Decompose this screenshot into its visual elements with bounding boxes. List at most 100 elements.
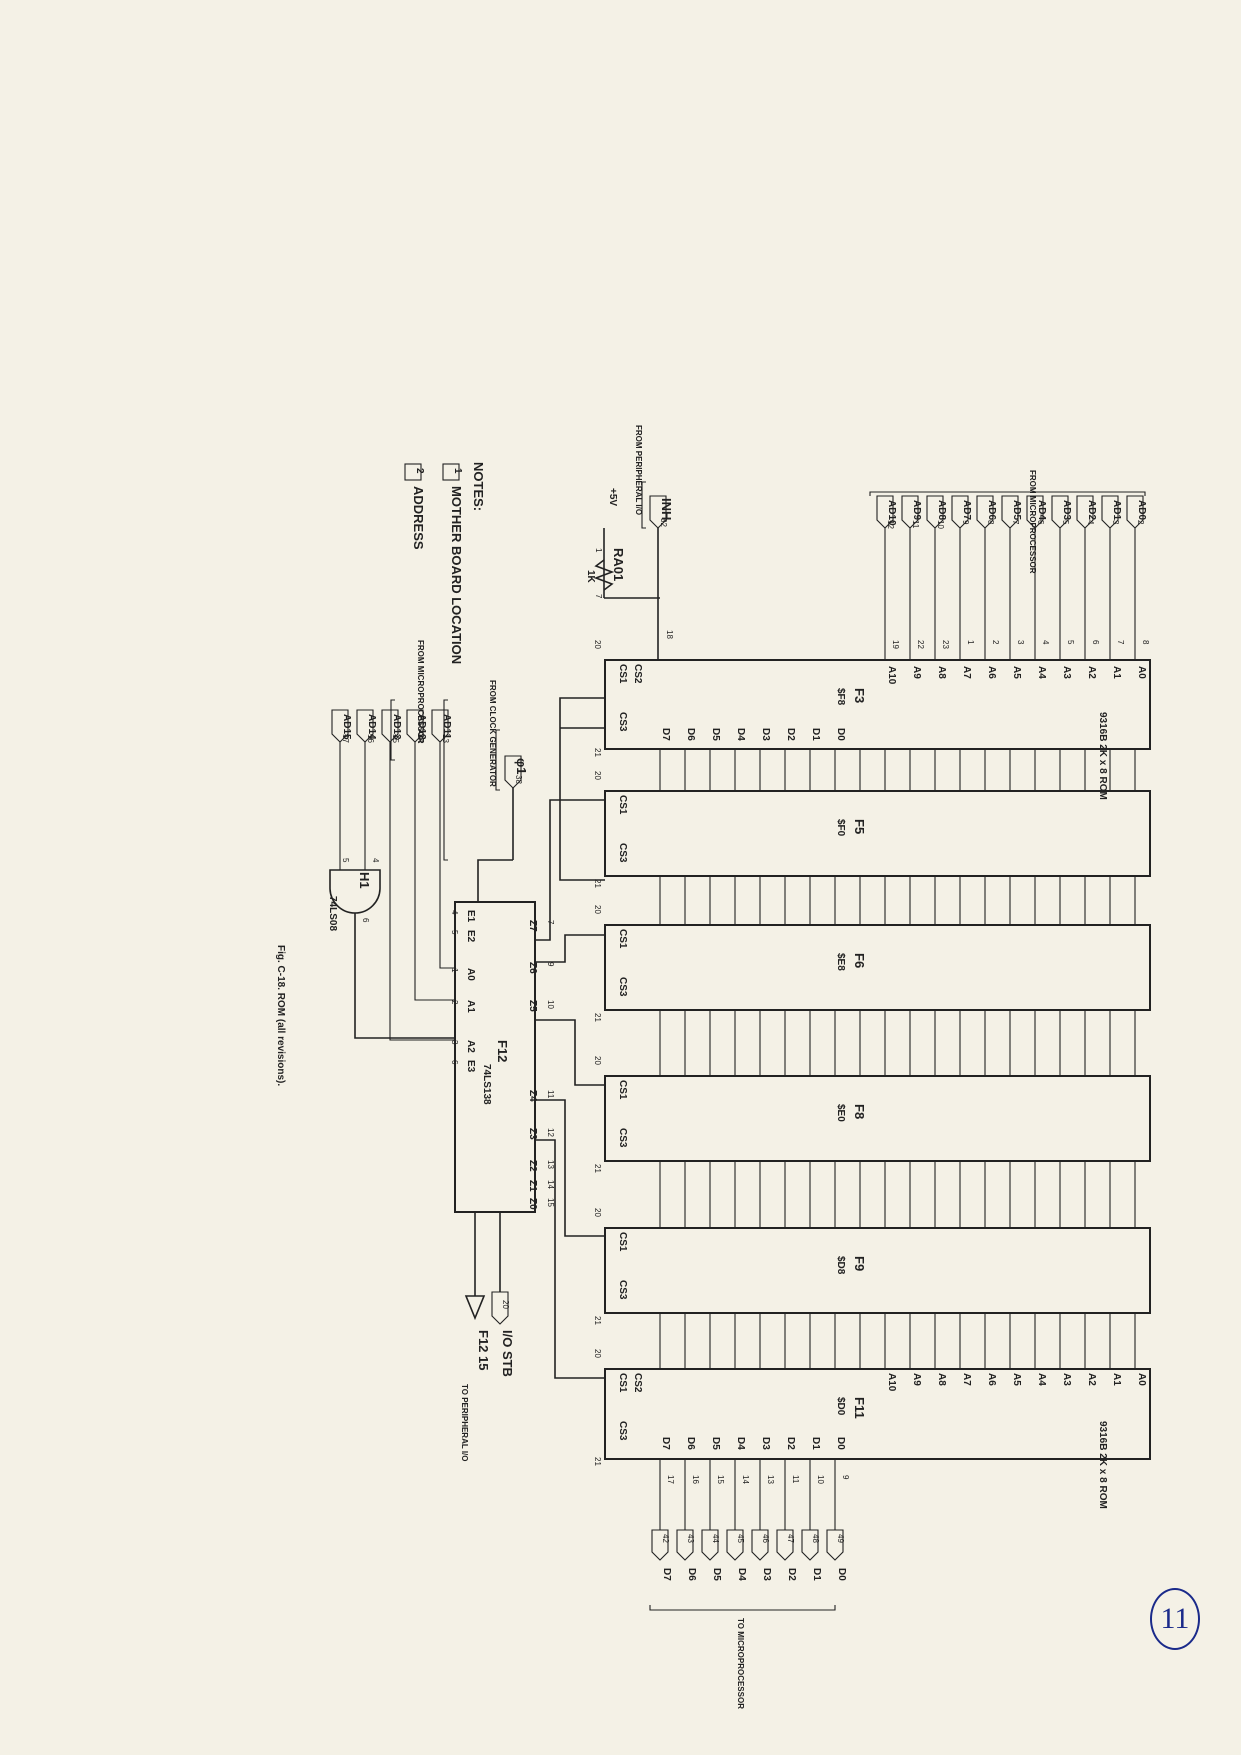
rom-pin: 6: [1091, 640, 1100, 645]
rom-cs3-label: CS3: [617, 1421, 628, 1441]
address-pin: 11: [911, 520, 920, 529]
rom-address-label: A9: [911, 666, 922, 679]
rom-address-label: A4: [1036, 666, 1047, 679]
rom-address-label: A3: [1061, 666, 1072, 679]
address-pin: 10: [936, 520, 945, 529]
rom-address-label: A2: [1086, 1373, 1097, 1386]
rom-address-label: A8: [936, 1373, 947, 1386]
figure-caption: Fig. C-18. ROM (all revisions).: [275, 945, 286, 1086]
rom-address-label: A2: [1086, 666, 1097, 679]
data-bracket: [649, 1605, 836, 1611]
svg-text:2: 2: [414, 468, 425, 474]
rom-data-label: D7: [660, 1437, 671, 1450]
rom-f8: [604, 1075, 1151, 1162]
address-label: AD4: [1036, 500, 1047, 520]
rom-f6: [604, 924, 1151, 1011]
rom-data-pin: 15: [716, 1475, 725, 1484]
rom-cs3-pin: 21: [593, 879, 602, 888]
rom-cs1-pin: 20: [593, 640, 602, 649]
connector-pin: 46: [761, 1534, 770, 1543]
decoder-output-pin: 12: [546, 1128, 555, 1137]
decode-address-pin: 17: [341, 734, 350, 743]
rom-cs1-label: CS1: [617, 929, 628, 949]
rom-data-label: D5: [710, 1437, 721, 1450]
connector-pin: 42: [661, 1534, 670, 1543]
io-strobe-output: 20 I/O STB: [491, 1212, 515, 1377]
svg-text:RA01: RA01: [611, 548, 626, 581]
decode-address-label: AD12: [416, 714, 427, 740]
rom-id: F5: [852, 819, 867, 834]
decoder-output-label: Z1: [527, 1180, 538, 1192]
notes-block: NOTES: 1 MOTHER BOARD LOCATION 2 ADDRESS: [404, 462, 486, 664]
rom-f3: [604, 659, 1151, 750]
rom-data-pin: 16: [691, 1475, 700, 1484]
rom-id: F6: [852, 953, 867, 968]
rom-address-label: A6: [986, 666, 997, 679]
rom-cs1-pin: 20: [593, 1349, 602, 1358]
svg-text:32: 32: [659, 518, 668, 527]
address-pin: 5: [1061, 520, 1070, 525]
svg-text:1K: 1K: [585, 570, 596, 584]
rom-pin: 7: [1116, 640, 1125, 645]
rom-address-label: A8: [936, 666, 947, 679]
rom-cs3-pin: 21: [593, 1457, 602, 1466]
rom-data-pin: 13: [766, 1475, 775, 1484]
rom-id: F3: [852, 688, 867, 703]
inh-bracket: [641, 481, 646, 529]
rom-cs1-label: CS1: [617, 795, 628, 815]
decoder-output-pin: 15: [546, 1198, 555, 1207]
svg-text:6: 6: [361, 918, 370, 923]
rom-data-label: D6: [685, 728, 696, 741]
data-label: D1: [811, 1568, 822, 1581]
svg-text:INH: INH: [659, 498, 674, 520]
address-pin: 4: [1086, 520, 1095, 525]
data-label: D5: [711, 1568, 722, 1581]
decoder-input-label: E3: [465, 1060, 476, 1073]
svg-text:φ1: φ1: [514, 758, 529, 775]
address-label: AD2: [1086, 500, 1097, 520]
connector-pin: 45: [736, 1534, 745, 1543]
address-label: AD0: [1136, 500, 1147, 520]
address-pin: 8: [986, 520, 995, 525]
decoder-input-label: A1: [465, 1000, 476, 1013]
page-number: 11: [1150, 1588, 1200, 1650]
rom-data-pin: 10: [816, 1475, 825, 1484]
rom-pin: 5: [1066, 640, 1075, 645]
rom-data-label: D4: [735, 728, 746, 741]
rom-data-label: D2: [785, 1437, 796, 1450]
rom-cs1-pin: 20: [593, 905, 602, 914]
rom-address: $F8: [835, 688, 846, 706]
svg-text:H1: H1: [357, 872, 372, 889]
decode-address-pin: 14: [416, 734, 425, 743]
rom-id: F11: [852, 1397, 867, 1419]
rom-address-label: A3: [1061, 1373, 1072, 1386]
decoder-output-label: Z7: [527, 920, 538, 932]
data-output-lines: 949D01048D11147D21346D31445D41544D51643D…: [651, 1459, 850, 1581]
address-label: AD8: [936, 500, 947, 520]
decoder-input-label: E1: [465, 910, 476, 923]
rom-data-label: D6: [685, 1437, 696, 1450]
decoder-input-label: E2: [465, 930, 476, 943]
address-pin: 9: [961, 520, 970, 525]
decoder-input-pin: 3: [450, 1040, 459, 1045]
outputs-destination-label: TO PERIPHERAL I/O: [460, 1384, 469, 1462]
rom-data-label: D0: [835, 728, 846, 741]
address-label: AD1: [1111, 500, 1122, 520]
decoder-input-label: A2: [465, 1040, 476, 1053]
data-label: D3: [761, 1568, 772, 1581]
svg-text:4: 4: [371, 858, 380, 863]
clock-source-label: FROM CLOCK GENERATOR: [488, 680, 497, 787]
rom-id: F8: [852, 1104, 867, 1119]
